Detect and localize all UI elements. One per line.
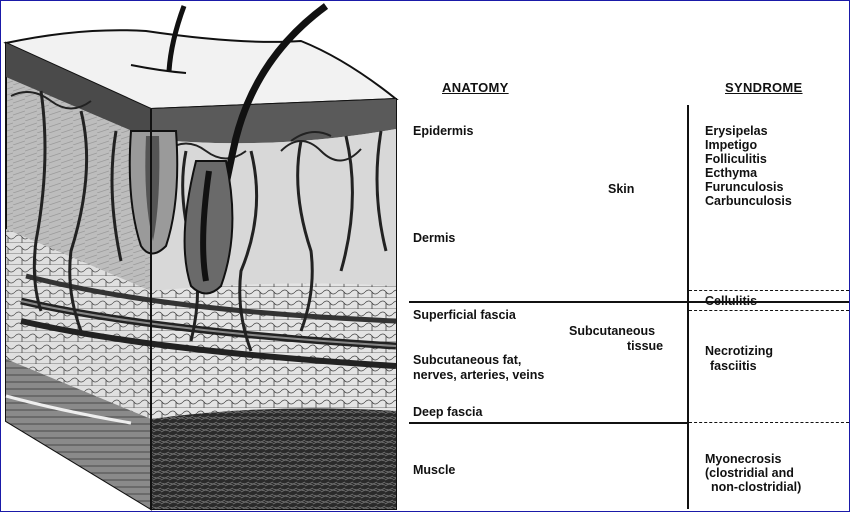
syndrome-cellulitis: Cellulitis: [705, 294, 758, 308]
dermis-label: Dermis: [413, 231, 456, 245]
cellulitis-top-divider: [689, 290, 849, 291]
deep-fascia-boundary: [409, 422, 687, 424]
syndrome-folliculitis: Folliculitis: [705, 152, 767, 166]
syndrome-ecthyma: Ecthyma: [705, 166, 758, 180]
anatomy-header: ANATOMY: [442, 80, 509, 95]
syndrome-header: SYNDROME: [725, 80, 803, 95]
subcutaneous-label-line2: tissue: [627, 339, 664, 353]
syndrome-erysipelas: Erysipelas: [705, 124, 768, 138]
dermis-subcutaneous-boundary: [409, 301, 849, 303]
muscle-label: Muscle: [413, 463, 456, 477]
skin-cross-section-illustration: [3, 3, 399, 511]
deep-fascia-label: Deep fascia: [413, 405, 483, 419]
syndrome-myonecrosis-line1: Myonecrosis: [705, 452, 782, 466]
syndrome-necrotizing-line1: Necrotizing: [705, 344, 774, 358]
hair-follicle-center: [183, 160, 234, 295]
syndrome-impetigo: Impetigo: [705, 138, 758, 152]
skin-label: Skin: [608, 182, 635, 196]
subcutaneous-fat-label-line2: nerves, arteries, veins: [413, 368, 545, 382]
epidermis-label: Epidermis: [413, 124, 474, 138]
column-divider: [687, 105, 689, 509]
myonecrosis-divider: [689, 422, 849, 423]
cellulitis-bottom-divider: [689, 310, 849, 311]
syndrome-necrotizing-line2: fasciitis: [710, 359, 757, 373]
hair-top: [166, 5, 187, 72]
muscle-layer: [151, 408, 396, 509]
epidermis-layer: [151, 99, 396, 144]
subcutaneous-fat-label-line1: Subcutaneous fat,: [413, 353, 522, 367]
syndrome-myonecrosis-line2: (clostridial and: [705, 466, 794, 480]
syndrome-carbunculosis: Carbunculosis: [705, 194, 792, 208]
subcutaneous-label-line1: Subcutaneous: [569, 324, 656, 338]
superficial-fascia-label: Superficial fascia: [413, 308, 516, 322]
syndrome-furunculosis: Furunculosis: [705, 180, 784, 194]
syndrome-myonecrosis-line3: non-clostridial): [711, 480, 802, 494]
